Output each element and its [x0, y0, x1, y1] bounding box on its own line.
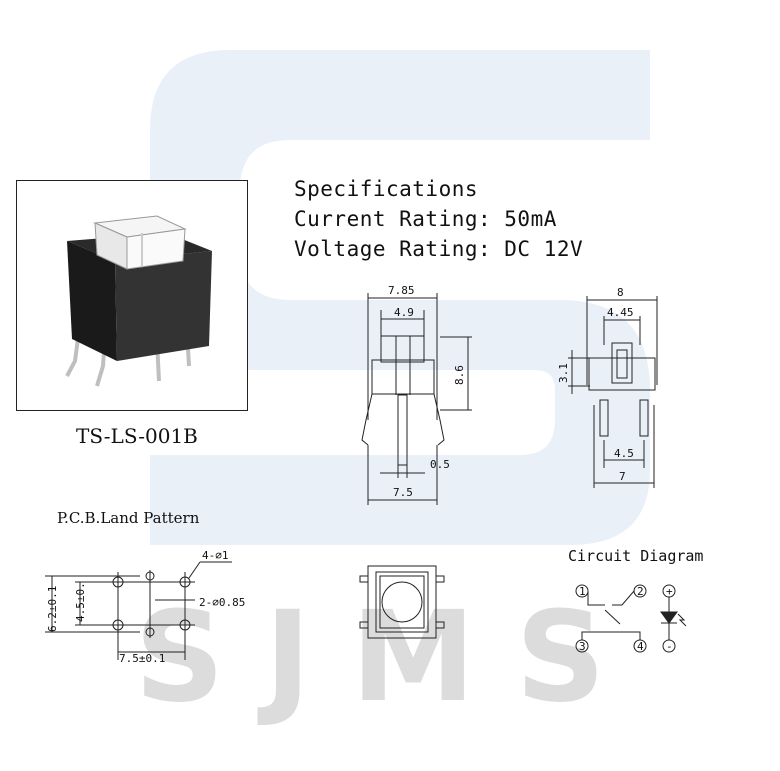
watermark-text: SJMS [135, 585, 646, 730]
circuit-led-minus: - [666, 640, 673, 653]
pcb-vertical-inner: 4.5±0. [74, 582, 87, 622]
front-pin-span: 7.5 [393, 486, 413, 499]
specs-voltage: Voltage Rating: DC 12V [294, 237, 584, 261]
product-photo-frame [16, 180, 248, 411]
pcb-horizontal: 7.5±0.1 [119, 652, 165, 665]
product-model-label: TS-LS-001B [76, 424, 198, 448]
pcb-holes-large: 4-⌀1 [202, 549, 229, 562]
circuit-pin-3: 3 [579, 640, 586, 653]
circuit-led-plus: + [666, 585, 673, 598]
circuit-pin-4: 4 [637, 640, 644, 653]
side-width-cap: 4.45 [607, 306, 634, 319]
front-width-total: 7.85 [388, 284, 415, 297]
circuit-pin-1: 1 [579, 585, 586, 598]
specs-title: Specifications [294, 177, 479, 201]
front-width-cap: 4.9 [394, 306, 414, 319]
product-illustration [65, 215, 212, 387]
side-cap-height: 3.1 [557, 363, 570, 383]
side-width-total: 8 [617, 286, 624, 299]
side-pin-span-inner: 4.5 [614, 447, 634, 460]
circuit-pin-2: 2 [637, 585, 644, 598]
specs-current: Current Rating: 50mA [294, 207, 557, 231]
circuit-title: Circuit Diagram [568, 547, 704, 565]
front-height: 8.6 [453, 365, 466, 385]
front-pin-width: 0.5 [430, 458, 450, 471]
pcb-vertical-outer: 6.2±0.1 [46, 586, 59, 632]
watermark-s-shape [150, 50, 650, 545]
pcb-title: P.C.B.Land Pattern [57, 509, 200, 527]
pcb-holes-small: 2-⌀0.85 [199, 596, 245, 609]
side-pin-span-outer: 7 [619, 470, 626, 483]
